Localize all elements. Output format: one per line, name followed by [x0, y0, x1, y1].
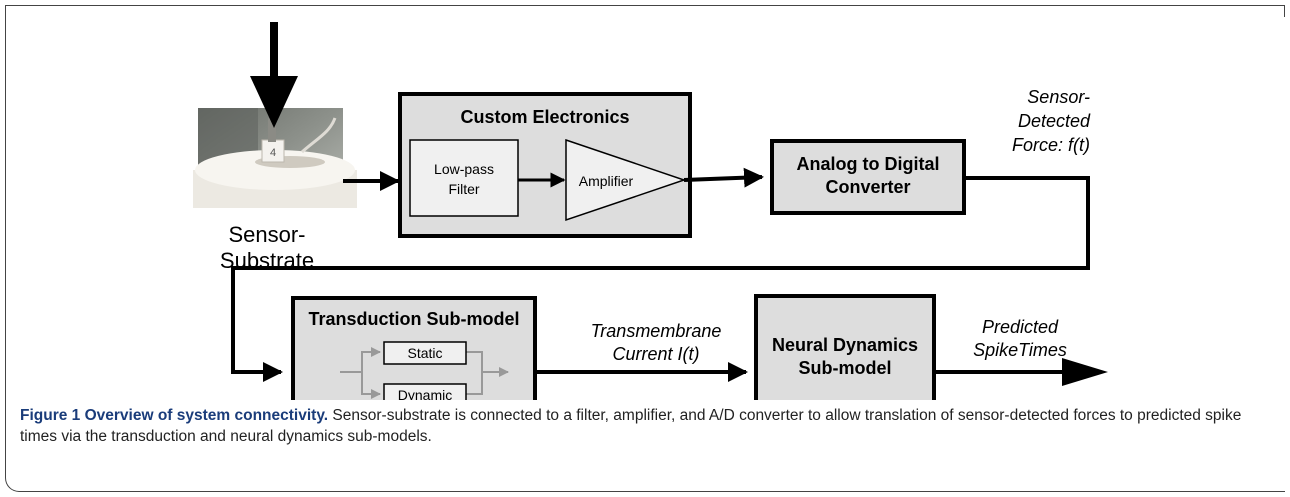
- sensor-substrate-label-1: Sensor-: [228, 222, 305, 247]
- output-label-2: SpikeTimes: [973, 340, 1067, 360]
- force-label-1: Sensor-: [1027, 87, 1090, 107]
- output-arrow-head: [1062, 358, 1108, 386]
- static-label: Static: [407, 345, 442, 361]
- force-input-arrow: [250, 22, 298, 128]
- figure-frame-top: [5, 5, 1285, 6]
- neural-label-2: Sub-model: [799, 358, 892, 378]
- caption-text: Sensor-substrate is connected to a filte…: [20, 407, 1242, 445]
- current-label-1: Transmembrane: [591, 321, 722, 341]
- caption-title: Figure 1 Overview of system connectivity…: [20, 407, 329, 424]
- figure-caption: Figure 1 Overview of system connectivity…: [20, 405, 1270, 447]
- figure-frame-right: [1284, 5, 1285, 17]
- custom-electronics-title: Custom Electronics: [460, 107, 629, 127]
- sensor-substrate-photo: 4: [193, 108, 357, 208]
- adc-box: [770, 139, 966, 215]
- static-box: [383, 341, 467, 365]
- low-pass-filter-box: [409, 139, 519, 217]
- figure-frame: [5, 5, 1285, 492]
- transduction-inner-arrows: [340, 347, 509, 399]
- adc-label-1: Analog to Digital: [797, 154, 940, 174]
- system-connectivity-diagram: 4 Sensor- Substrate Custom Electronics L…: [193, 22, 1108, 400]
- transduction-title: Transduction Sub-model: [308, 309, 519, 329]
- neural-dynamics-box: [754, 294, 936, 400]
- photo-tag: 4: [270, 147, 276, 159]
- dynamic-box: [383, 383, 467, 400]
- amplifier-label: Amplifier: [579, 173, 634, 189]
- current-label-2: Current I(t): [612, 344, 699, 364]
- dynamic-label: Dynamic: [398, 387, 452, 400]
- adc-to-transduction-connector: [231, 176, 1090, 382]
- force-label-2: Detected: [1018, 111, 1091, 131]
- output-label-1: Predicted: [982, 317, 1059, 337]
- amplifier-triangle: [565, 138, 687, 222]
- neural-label-1: Neural Dynamics: [772, 335, 918, 355]
- adc-label-2: Converter: [825, 177, 910, 197]
- electronics-to-adc-arrow: [683, 167, 764, 188]
- filter-label-2: Filter: [448, 181, 479, 197]
- force-label-3: Force: f(t): [1012, 135, 1090, 155]
- filter-label-1: Low-pass: [434, 161, 494, 177]
